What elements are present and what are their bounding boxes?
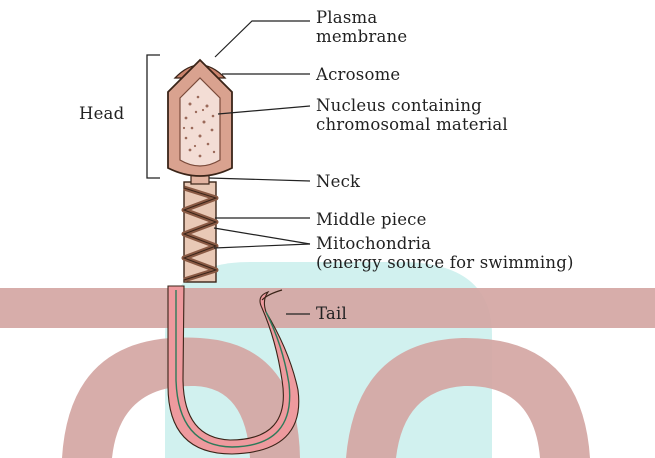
- middle-piece: [184, 172, 216, 282]
- label-middle-piece: Middle piece: [316, 210, 427, 229]
- leader-mito-2: [214, 244, 310, 248]
- leader-plasma: [215, 21, 310, 57]
- label-nucleus-line-2: chromosomal material: [316, 115, 508, 134]
- label-mitochondria: Mitochondria (energy source for swimming…: [316, 234, 574, 272]
- leader-neck: [209, 178, 310, 181]
- head-bracket: [147, 55, 160, 178]
- label-nucleus-line-1: Nucleus containing: [316, 96, 508, 115]
- head: [168, 60, 232, 176]
- watermark: [0, 262, 655, 458]
- label-neck: Neck: [316, 172, 360, 191]
- label-head: Head: [79, 104, 124, 123]
- label-tail: Tail: [316, 304, 347, 323]
- label-mito-line-2: (energy source for swimming): [316, 253, 574, 272]
- label-nucleus: Nucleus containing chromosomal material: [316, 96, 508, 134]
- leader-mito-1: [214, 228, 310, 244]
- label-acrosome: Acrosome: [316, 65, 400, 84]
- label-mito-line-1: Mitochondria: [316, 234, 574, 253]
- label-plasma-line-2: membrane: [316, 27, 407, 46]
- label-plasma-membrane: Plasma membrane: [316, 8, 407, 46]
- label-plasma-line-1: Plasma: [316, 8, 407, 27]
